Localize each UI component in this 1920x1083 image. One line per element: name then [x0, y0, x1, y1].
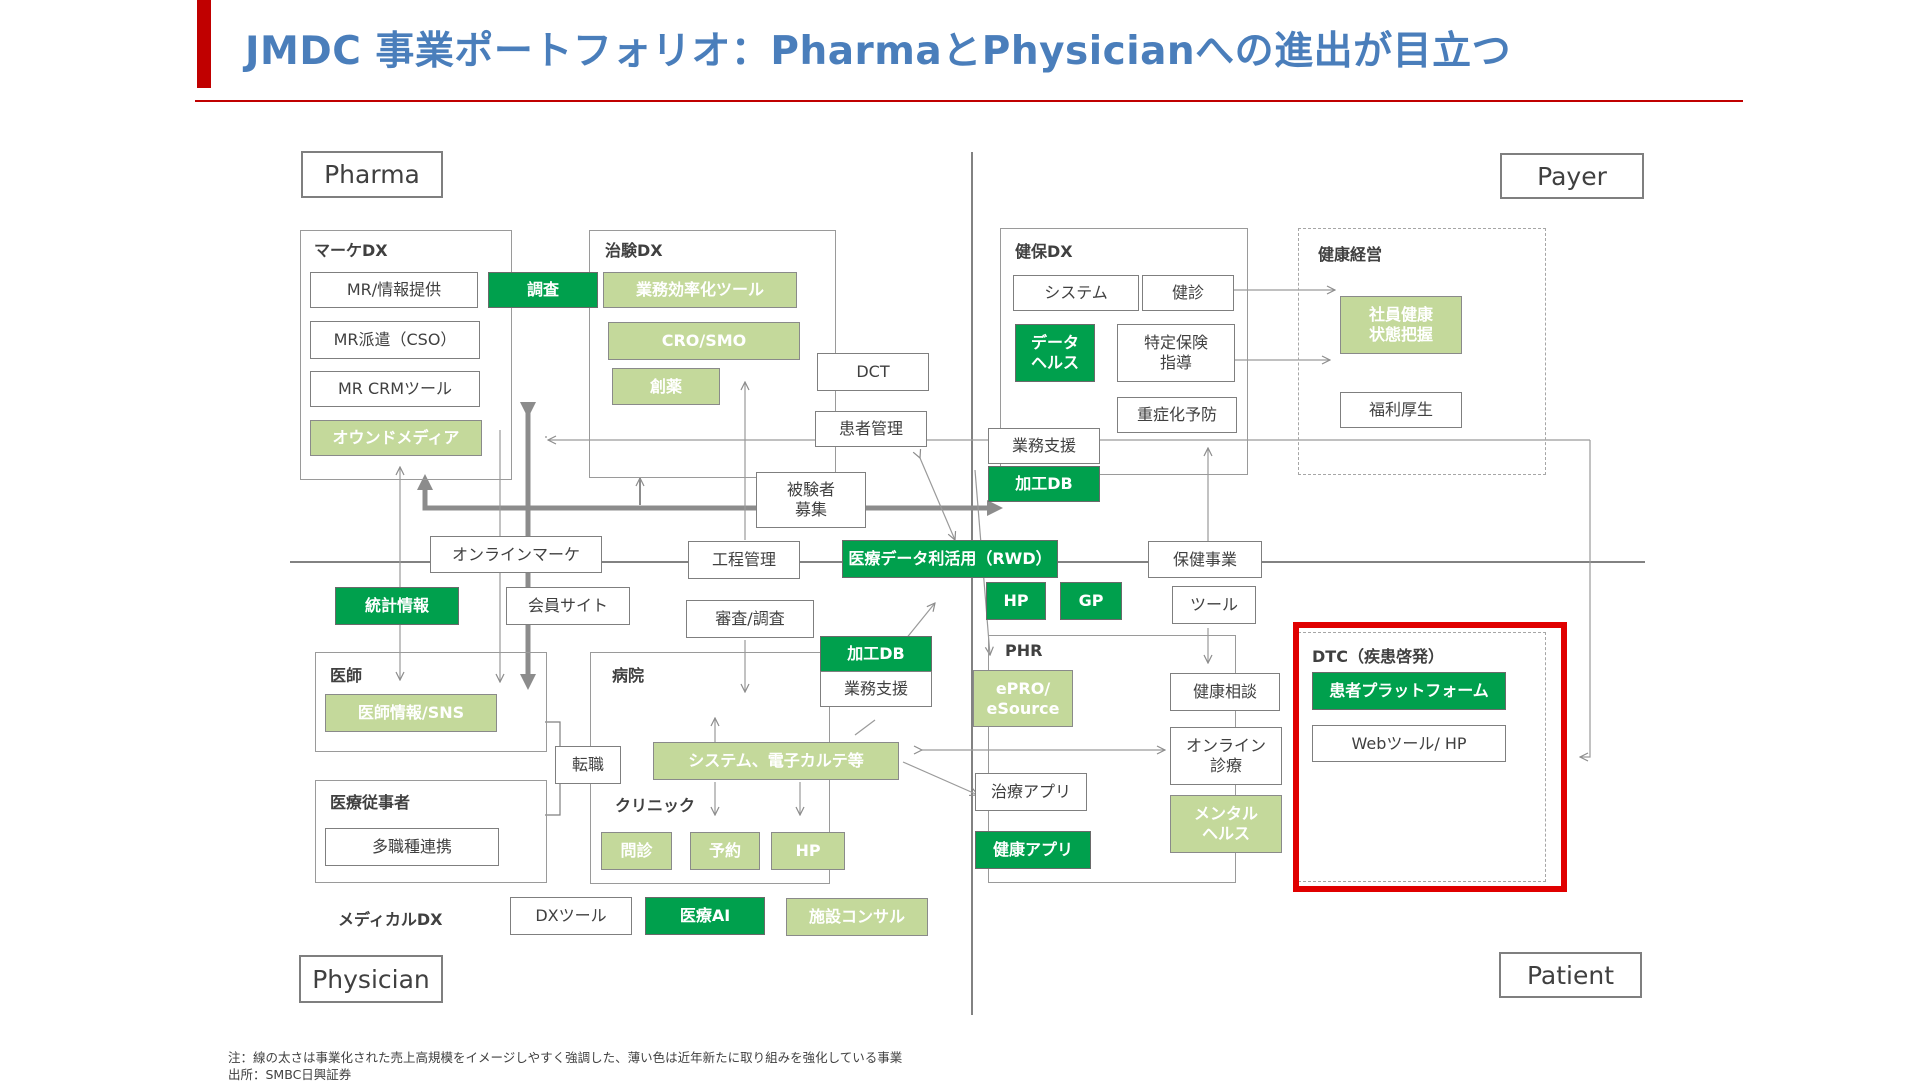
- box-checkup: 健診: [1142, 275, 1234, 311]
- box-treatment-app: 治療アプリ: [975, 773, 1087, 811]
- title-accent-bar: [197, 0, 211, 88]
- group-label-health-management: 健康経営: [1318, 245, 1383, 264]
- box-subject-recruit: 被験者 募集: [756, 472, 866, 528]
- box-member-site: 会員サイト: [506, 587, 630, 625]
- subject-recruit-line1: 被験者: [786, 480, 835, 499]
- arrow-ehr-app: [902, 761, 978, 795]
- employee-health-line1: 社員健康: [1368, 305, 1433, 324]
- box-biz-support-mid: 業務支援: [820, 671, 932, 707]
- box-multi-job: 多職種連携: [325, 828, 499, 866]
- box-data-health: データ ヘルス: [1015, 324, 1095, 382]
- box-severity-prevention: 重症化予防: [1117, 397, 1237, 433]
- group-label-hp-insurance-dx: 健保DX: [1015, 242, 1073, 261]
- online-care-line2: 診療: [1209, 756, 1242, 775]
- page-title: JMDC 事業ポートフォリオ：PharmaとPhysicianへの進出が目立つ: [245, 29, 1512, 74]
- group-label-medical-staff: 医療従事者: [330, 793, 411, 812]
- box-processed-db-top: 加工DB: [988, 466, 1100, 502]
- mental-line1: メンタル: [1193, 804, 1258, 823]
- group-medical-staff: [315, 780, 547, 883]
- box-statistics: 統計情報: [335, 587, 459, 625]
- box-health-app: 健康アプリ: [975, 831, 1091, 869]
- box-facility-consult: 施設コンサル: [786, 898, 928, 936]
- box-survey: 調査: [488, 272, 598, 308]
- dtc-highlight-frame: [1293, 622, 1567, 892]
- box-system: システム: [1013, 275, 1139, 311]
- box-doctor-info: 医師情報/SNS: [325, 694, 497, 732]
- box-health-consult: 健康相談: [1170, 673, 1280, 711]
- box-patient-mgmt: 患者管理: [815, 411, 927, 447]
- group-label-clinic: クリニック: [615, 796, 696, 815]
- group-label-doctor: 医師: [330, 666, 363, 685]
- group-marketing-dx: [300, 230, 512, 480]
- group-doctor: [315, 652, 547, 752]
- box-ehr-system: システム、電子カルテ等: [653, 742, 899, 780]
- box-mr-info: MR/情報提供: [310, 272, 478, 308]
- box-hp: HP: [986, 582, 1046, 620]
- box-transfer: 転職: [555, 746, 621, 784]
- mental-line2: ヘルス: [1201, 824, 1250, 843]
- box-interview: 問診: [601, 832, 672, 870]
- footnote: 注：線の太さは事業化された売上高規模をイメージしやすく強調した、薄い色は近年新た…: [228, 1050, 903, 1065]
- quadrant-pharma: Pharma: [301, 151, 443, 198]
- box-specific-guidance: 特定保険 指導: [1117, 324, 1235, 382]
- box-rwd: 医療データ利活用（RWD）: [842, 540, 1058, 578]
- box-web-tool: Webツール/ HP: [1312, 725, 1506, 762]
- box-owned-media: オウンドメディア: [310, 420, 482, 456]
- online-care-line1: オンライン: [1185, 736, 1266, 755]
- group-hp-insurance-dx: [1000, 228, 1248, 475]
- arrow-to-dtc: [1580, 440, 1591, 757]
- group-label-dtc: DTC（疾患啓発）: [1312, 647, 1444, 666]
- group-label-phr: PHR: [1005, 641, 1043, 660]
- box-welfare: 福利厚生: [1340, 392, 1462, 428]
- box-business-tool: 業務効率化ツール: [603, 272, 797, 308]
- box-biz-support-top: 業務支援: [988, 428, 1100, 464]
- group-label-hospital: 病院: [612, 666, 645, 685]
- box-drug-discovery: 創薬: [612, 368, 720, 405]
- quadrant-physician: Physician: [299, 955, 443, 1003]
- arrow-patient-mgmt: [920, 458, 955, 540]
- box-mr-dispatch: MR派遣（CSO）: [310, 321, 480, 359]
- box-gp: GP: [1060, 582, 1122, 620]
- group-label-clinical-dx: 治験DX: [605, 241, 663, 260]
- epro-line2: eSource: [986, 698, 1060, 718]
- specific-guidance-line1: 特定保険: [1143, 333, 1208, 352]
- box-processed-db-mid: 加工DB: [820, 636, 932, 672]
- box-epro: ePRO/ eSource: [973, 670, 1073, 727]
- group-label-medical-dx: メディカルDX: [338, 910, 443, 929]
- data-health-line1: データ: [1030, 333, 1079, 352]
- box-cro-smo: CRO/SMO: [608, 322, 800, 360]
- specific-guidance-line2: 指導: [1159, 353, 1192, 372]
- box-process-mgmt: 工程管理: [688, 541, 800, 579]
- box-review-survey: 審査/調査: [686, 600, 814, 638]
- subject-recruit-line2: 募集: [794, 500, 827, 519]
- quadrant-patient: Patient: [1499, 952, 1642, 998]
- group-label-marketing-dx: マーケDX: [314, 241, 388, 260]
- box-health-business: 保健事業: [1148, 541, 1262, 578]
- data-health-line2: ヘルス: [1030, 353, 1079, 372]
- box-clinic-hp: HP: [771, 832, 845, 870]
- bracket-transfer-2: [545, 780, 561, 816]
- box-mental-health: メンタル ヘルス: [1170, 795, 1282, 853]
- box-online-care: オンライン 診療: [1170, 727, 1282, 785]
- epro-line1: ePRO/: [995, 678, 1051, 698]
- arrow-db-up: [904, 603, 935, 641]
- quadrant-payer: Payer: [1500, 153, 1644, 199]
- title-divider: [195, 100, 1743, 102]
- box-employee-health: 社員健康 状態把握: [1340, 296, 1462, 354]
- box-reservation: 予約: [690, 832, 760, 870]
- thick-horizontal-arrow: [422, 485, 993, 511]
- box-dct: DCT: [817, 353, 929, 391]
- employee-health-line2: 状態把握: [1368, 325, 1433, 344]
- box-medical-ai: 医療AI: [645, 897, 765, 935]
- box-tool: ツール: [1172, 586, 1256, 624]
- box-mr-crm: MR CRMツール: [310, 371, 480, 407]
- group-health-management: [1298, 228, 1546, 475]
- box-patient-platform: 患者プラットフォーム: [1312, 672, 1506, 710]
- box-dx-tool: DXツール: [510, 897, 632, 935]
- source-note: 出所：SMBC日興証券: [228, 1067, 352, 1082]
- arrow-biz-up: [854, 719, 876, 736]
- box-online-marketing: オンラインマーケ: [430, 536, 602, 573]
